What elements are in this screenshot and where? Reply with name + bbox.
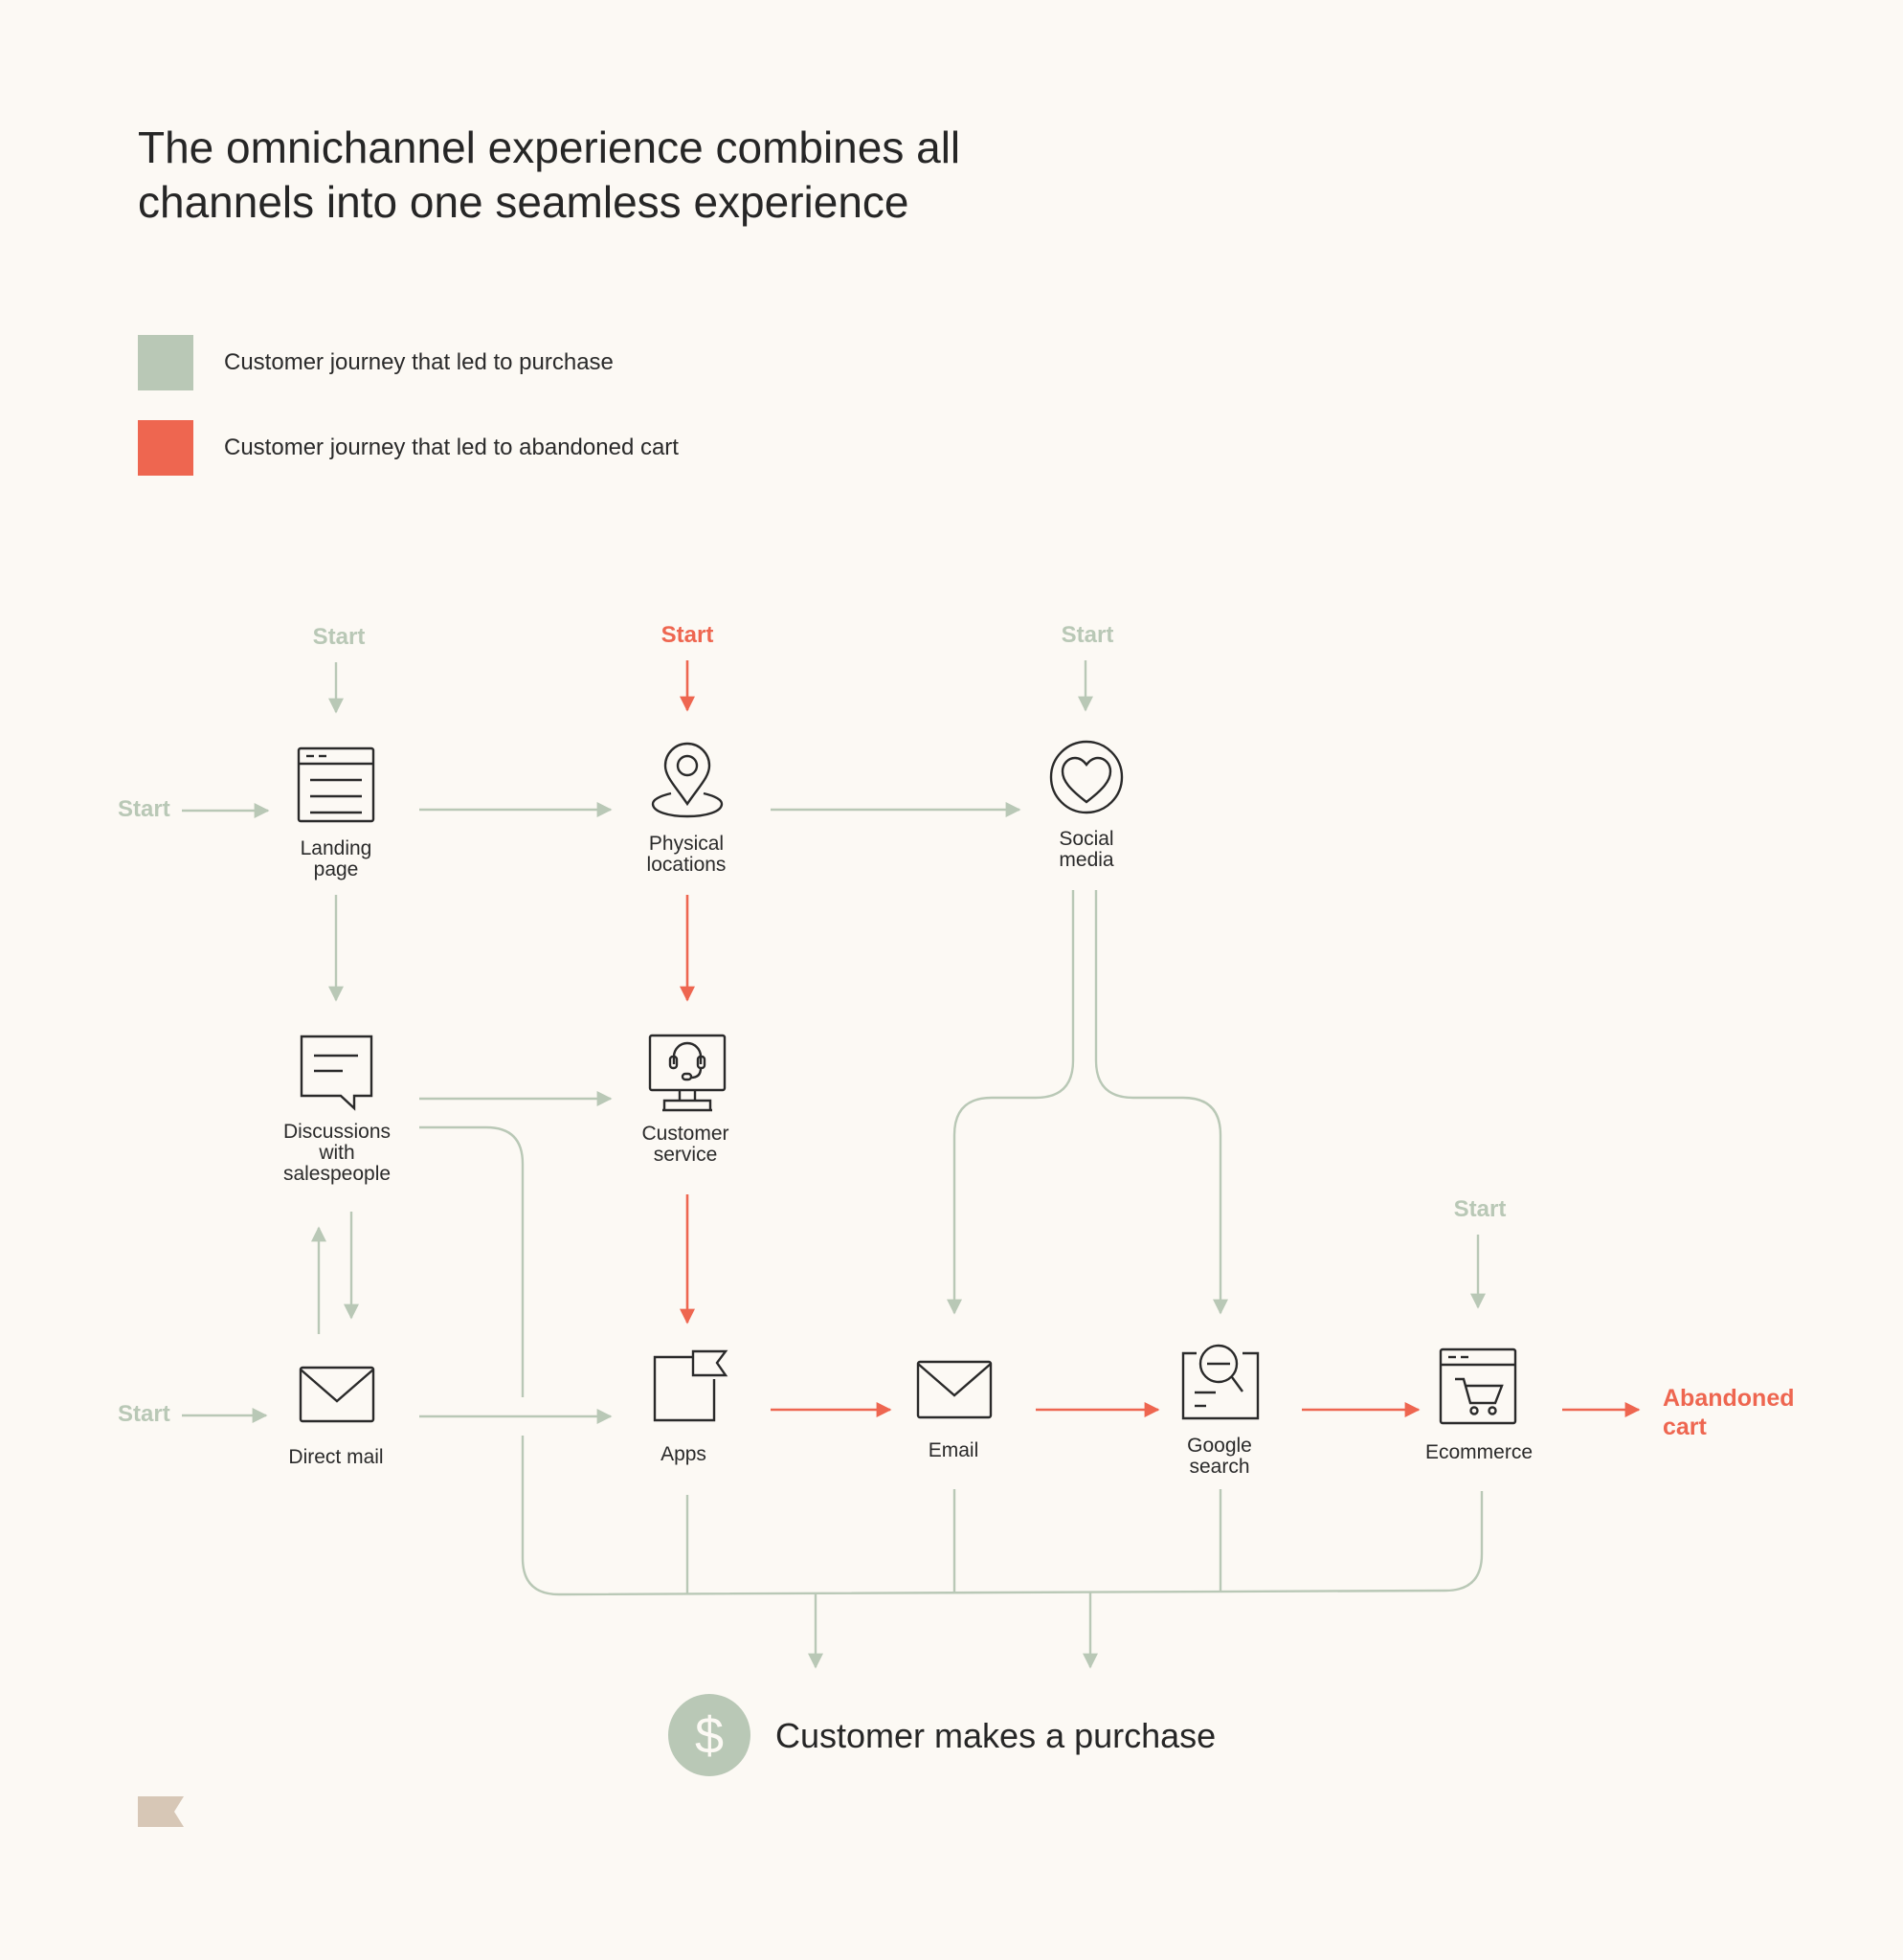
node-label-customer-service-line2: service bbox=[654, 1144, 718, 1166]
envelope-icon bbox=[916, 1360, 993, 1419]
node-customer-service: Customer service bbox=[641, 1034, 729, 1166]
legend-swatch-purchase bbox=[138, 335, 193, 390]
connector-discussions-down bbox=[419, 1125, 525, 1397]
node-label-discussions-line1: Discussions bbox=[283, 1121, 391, 1143]
node-label-apps: Apps bbox=[660, 1443, 706, 1465]
node-label-email: Email bbox=[929, 1439, 979, 1461]
node-label-discussions-line2: with bbox=[318, 1142, 354, 1164]
page-title: The omnichannel experience combines all … bbox=[138, 122, 961, 227]
node-email: Email bbox=[916, 1360, 993, 1461]
dollar-circle-icon bbox=[668, 1694, 750, 1776]
node-label-social-line2: media bbox=[1059, 849, 1114, 871]
envelope-icon bbox=[299, 1366, 375, 1423]
magnifier-document-icon bbox=[1181, 1344, 1260, 1420]
legend-item-purchase: Customer journey that led to purchase bbox=[138, 335, 614, 390]
node-label-google-line2: search bbox=[1189, 1456, 1249, 1478]
legend-label-purchase: Customer journey that led to purchase bbox=[224, 349, 614, 375]
connector-bottom-collector bbox=[521, 1436, 1484, 1596]
brand-flag-icon bbox=[138, 1796, 184, 1827]
node-discussions: Discussions with salespeople bbox=[283, 1035, 391, 1185]
node-social-media: Social media bbox=[1049, 740, 1124, 871]
legend-item-abandoned: Customer journey that led to abandoned c… bbox=[138, 420, 679, 476]
chat-bubble-icon bbox=[300, 1035, 373, 1111]
headset-monitor-icon bbox=[648, 1034, 727, 1112]
node-direct-mail: Direct mail bbox=[288, 1366, 384, 1468]
dollar-glyph: $ bbox=[695, 1707, 724, 1765]
shopping-cart-window-icon bbox=[1439, 1348, 1517, 1425]
node-label-physical-line2: locations bbox=[647, 854, 727, 876]
purchase-path-connectors bbox=[182, 660, 1486, 1669]
start-label-left-landing: Start bbox=[118, 796, 170, 822]
node-landing-page: Landing page bbox=[297, 746, 375, 880]
legend-label-abandoned: Customer journey that led to abandoned c… bbox=[224, 434, 679, 460]
node-label-social-line1: Social bbox=[1059, 828, 1113, 850]
abandoned-path-connectors bbox=[680, 660, 1641, 1417]
node-label-discussions-line3: salespeople bbox=[283, 1163, 391, 1185]
node-label-direct-mail: Direct mail bbox=[288, 1446, 383, 1468]
node-google-search: Google search bbox=[1181, 1344, 1260, 1478]
start-label-left-directmail: Start bbox=[118, 1401, 170, 1427]
node-label-physical-line1: Physical bbox=[649, 833, 724, 855]
abandoned-cart-line1: Abandoned bbox=[1663, 1385, 1795, 1412]
app-flag-icon bbox=[653, 1349, 728, 1422]
legend-swatch-abandoned bbox=[138, 420, 193, 476]
start-label-landing: Start bbox=[313, 624, 366, 650]
node-label-landing-line2: page bbox=[314, 858, 359, 880]
start-label-ecommerce: Start bbox=[1454, 1196, 1507, 1222]
start-label-social: Start bbox=[1062, 622, 1114, 648]
abandoned-cart-line2: cart bbox=[1663, 1414, 1708, 1440]
node-label-landing-line1: Landing bbox=[301, 837, 372, 859]
node-label-ecommerce: Ecommerce bbox=[1425, 1441, 1533, 1463]
node-apps: Apps bbox=[653, 1349, 728, 1465]
map-pin-icon bbox=[651, 742, 724, 818]
node-label-customer-service-line1: Customer bbox=[641, 1123, 728, 1145]
heart-circle-icon bbox=[1049, 740, 1124, 814]
node-label-google-line1: Google bbox=[1187, 1435, 1252, 1457]
start-label-physical: Start bbox=[661, 622, 714, 648]
node-ecommerce: Ecommerce bbox=[1425, 1348, 1533, 1463]
connector-social-to-email bbox=[947, 890, 1075, 1315]
node-physical-locations: Physical locations bbox=[647, 742, 727, 876]
purchase-label: Customer makes a purchase bbox=[775, 1716, 1216, 1755]
purchase-outcome: $ Customer makes a purchase bbox=[668, 1694, 1216, 1776]
connector-social-to-google bbox=[1094, 890, 1228, 1315]
browser-window-icon bbox=[297, 746, 375, 823]
